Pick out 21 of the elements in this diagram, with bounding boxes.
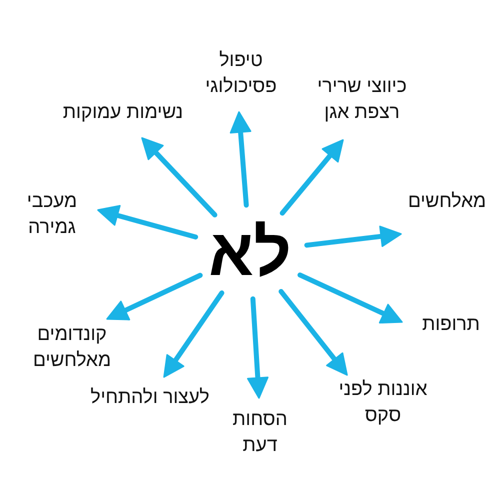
arrow: [97, 204, 198, 240]
arrow: [106, 272, 203, 320]
text-label: תרופות: [422, 312, 480, 338]
text-label: מאלחשים: [408, 189, 486, 215]
arrow: [141, 137, 218, 218]
central-word: לא: [208, 219, 292, 285]
text-label: הסחות דעת: [229, 407, 291, 459]
arrow: [278, 289, 348, 376]
arrow: [163, 290, 224, 378]
text-label: קונדומים מאלחשים: [30, 322, 114, 374]
arrow: [280, 139, 344, 216]
arrow: [298, 272, 403, 324]
arrow: [247, 296, 268, 399]
arrow: [230, 111, 252, 208]
arrow: [304, 226, 402, 248]
text-label: אוננות לפני סקס: [334, 377, 432, 429]
text-label: נשימות עמוקות: [62, 100, 184, 126]
text-label: מעכבי גמירה: [21, 189, 83, 241]
text-label: לעצור ולהתחיל: [90, 385, 210, 411]
text-label: טיפול פסיכולוגי: [191, 48, 291, 100]
text-label: כיווצי שרירי רצפת אגן: [312, 74, 412, 126]
